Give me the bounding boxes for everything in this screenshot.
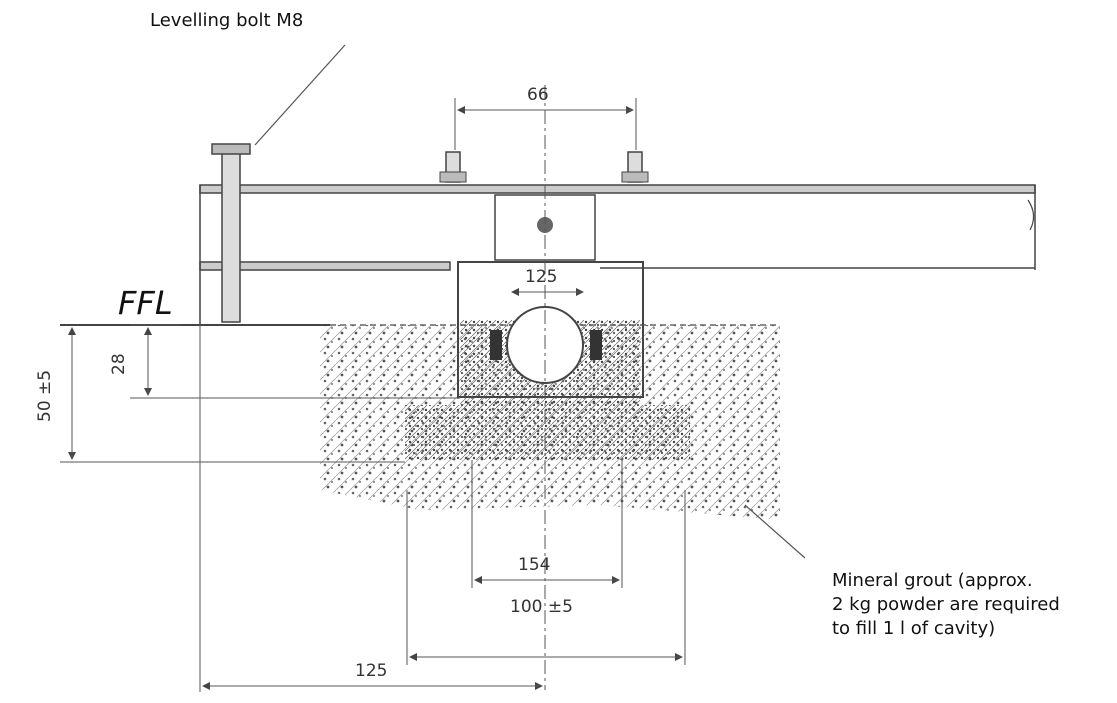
dim-100: 100 ±5 [510,597,573,617]
dim-28: 28 [109,353,129,375]
ffl-label: FFL [118,284,173,322]
dim-66: 66 [527,85,549,105]
levelling-bolt-label: Levelling bolt M8 [150,10,304,31]
center-bolt [537,217,553,233]
dim-125-bore: 125 [525,267,557,287]
compacted-layer [405,405,690,460]
channel-body [457,261,644,398]
grout-label-line3: to fill 1 l of cavity) [832,618,996,639]
grout-label-line2: 2 kg powder are required [832,594,1060,615]
dim-50: 50 ±5 [35,370,55,422]
dim-125: 125 [355,661,387,681]
grout-label-line1: Mineral grout (approx. [832,570,1033,591]
frame-top-beam [199,184,1036,194]
levelling-bolt [221,151,241,323]
dim-154: 154 [518,555,550,575]
